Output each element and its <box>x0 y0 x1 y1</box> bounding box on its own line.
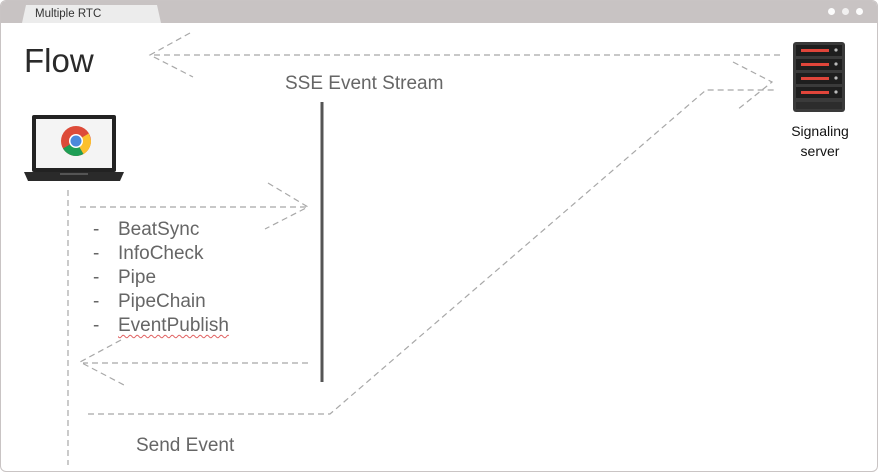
event-name: PipeChain <box>118 291 206 312</box>
list-bullet: - <box>93 267 100 288</box>
signaling-server-label: Signaling server <box>791 123 849 159</box>
list-item: -InfoCheck <box>93 242 229 266</box>
event-name: EventPublish <box>118 315 229 336</box>
list-bullet: - <box>93 291 100 312</box>
server-rack-icon <box>793 42 845 112</box>
event-name: InfoCheck <box>118 243 204 264</box>
tab-multiple-rtc[interactable]: Multiple RTC <box>22 5 161 23</box>
send-event-label: Send Event <box>136 435 235 456</box>
list-bullet: - <box>93 219 100 240</box>
top-arrow-head <box>148 32 194 78</box>
to-stream-arrow-head <box>264 182 310 230</box>
window-controls <box>828 8 863 15</box>
list-item: -Pipe <box>93 266 229 290</box>
list-item: -PipeChain <box>93 290 229 314</box>
diagram-title: Flow <box>24 42 94 79</box>
list-item: -BeatSync <box>93 218 229 242</box>
window-control-dot[interactable] <box>842 8 849 15</box>
send-event-path <box>88 89 775 415</box>
window-control-dot[interactable] <box>856 8 863 15</box>
window-control-dot[interactable] <box>828 8 835 15</box>
from-stream-arrow-head <box>78 339 125 386</box>
top-arrow-tail-head <box>732 61 774 111</box>
title-bar: Multiple RTC <box>1 1 877 23</box>
event-name: Pipe <box>118 267 157 288</box>
tab-label: Multiple RTC <box>35 8 102 20</box>
list-item: -EventPublish <box>93 314 229 338</box>
list-bullet: - <box>93 315 100 336</box>
laptop-chrome-icon <box>24 115 124 181</box>
sse-stream-label: SSE Event Stream <box>285 73 444 94</box>
event-name: BeatSync <box>118 219 200 240</box>
event-list: -BeatSync -InfoCheck -Pipe -PipeChain -E… <box>93 218 229 338</box>
list-bullet: - <box>93 243 100 264</box>
